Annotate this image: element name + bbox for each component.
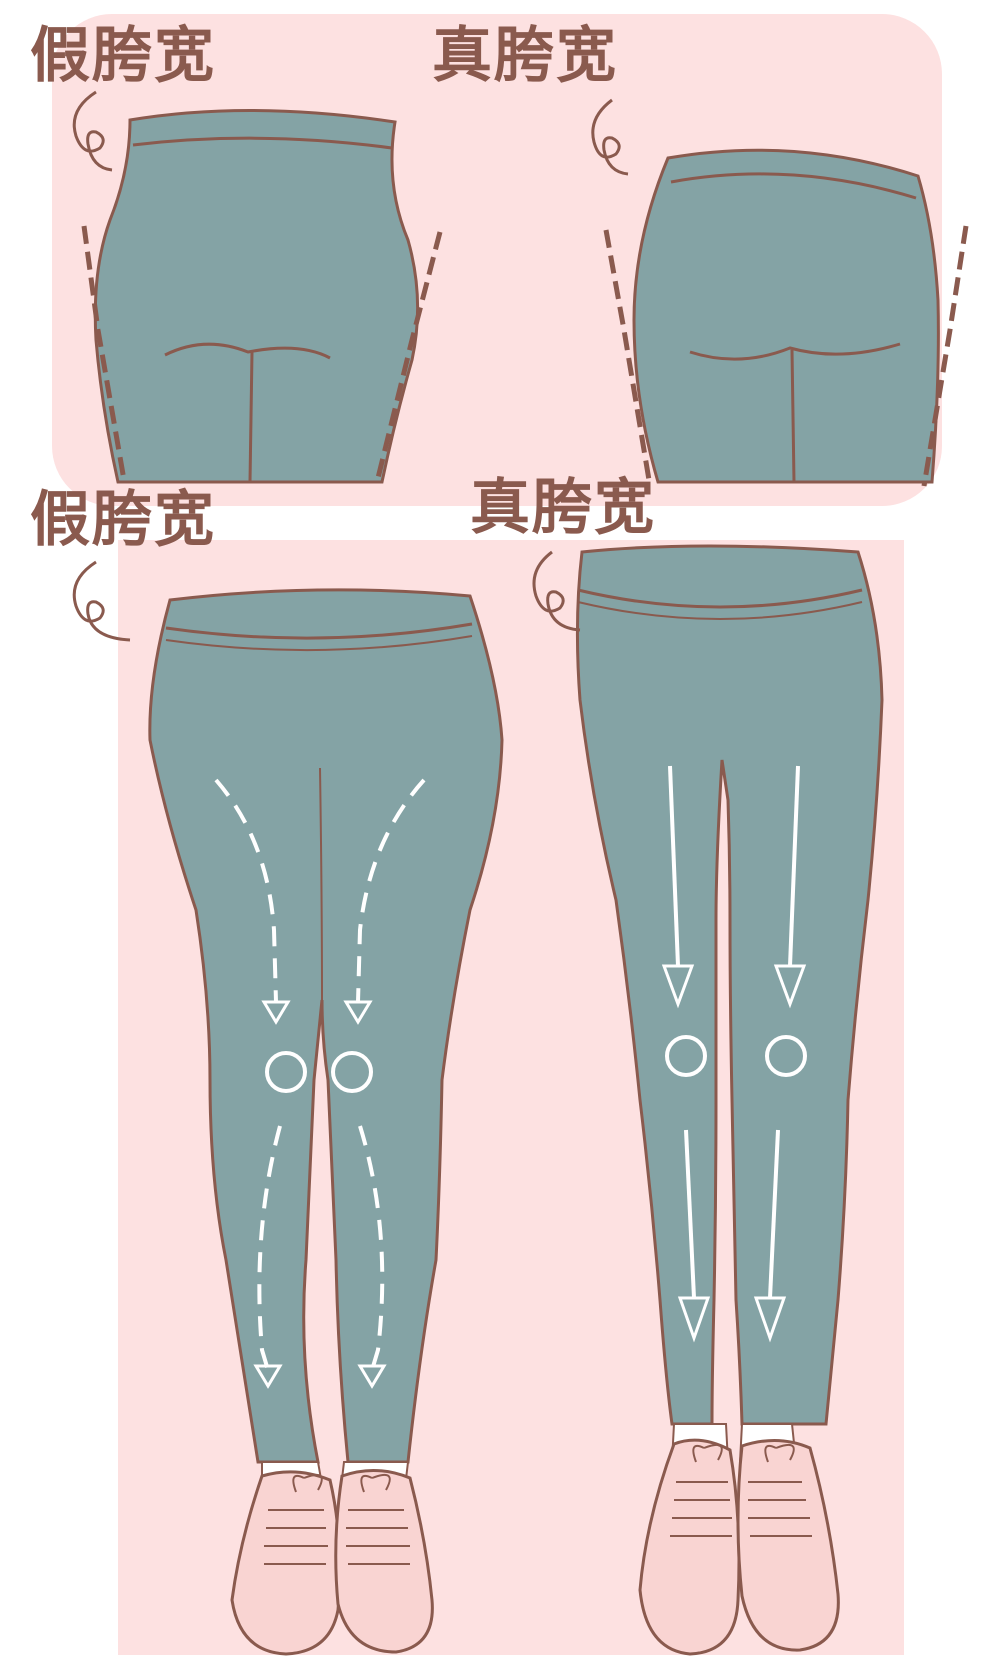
right-shoe-laces [748, 1481, 812, 1537]
fake-hip-leggings-waistband [165, 622, 473, 640]
true-hip-left-guide-line [603, 229, 653, 487]
right-knee-circle-icon [765, 1035, 807, 1077]
arrow-head-icon [773, 964, 807, 1009]
right-shoe-bow [360, 1474, 391, 1493]
fake-hip-inseam [248, 351, 254, 483]
fake-hip-seat-line [164, 342, 331, 360]
label-pointer-curl [72, 560, 131, 642]
true-hip-leggings-waistband [577, 588, 863, 609]
fake-hip-left-guide-line [81, 225, 127, 481]
left-knee-circle-icon [665, 1035, 707, 1077]
fake-hip-shorts-body [93, 108, 420, 484]
arrow-head-icon [261, 1000, 291, 1025]
right-knee-circle-icon [331, 1051, 373, 1093]
right-shoe-laces [346, 1509, 410, 1565]
true-hip-leggings-figure [532, 544, 884, 1656]
left-shoe-bow [292, 1474, 323, 1493]
true-hip-shorts-figure [591, 98, 969, 487]
true-hip-seat-line [689, 342, 901, 361]
true-hip-leggings-waistband-inner [577, 601, 863, 620]
label-pointer-curl [591, 98, 629, 176]
left-shoe [230, 1470, 342, 1656]
true-hip-leggings-body [575, 544, 884, 1426]
right-shoe-bow [764, 1444, 795, 1463]
left-shoe-laces [264, 1509, 328, 1565]
left-knee-circle-icon [265, 1051, 307, 1093]
fake-hip-waistband-line [132, 136, 393, 150]
fake-leg-lower-right-flow-arrow [358, 1125, 385, 1371]
arrow-head-icon [357, 1364, 387, 1389]
true-hip-waistband-line [670, 172, 917, 200]
arrow-head-icon [677, 1296, 711, 1343]
true-leg-upper-right-flow-arrow [788, 765, 800, 967]
true-hip-width-label-bottom: 真胯宽 [470, 473, 656, 543]
arrow-head-icon [343, 1000, 373, 1025]
true-leg-upper-left-flow-arrow [668, 765, 680, 967]
true-leg-lower-left-flow-arrow [684, 1129, 696, 1299]
right-shoe [736, 1438, 840, 1652]
true-hip-width-label-top: 真胯宽 [432, 21, 618, 91]
label-pointer-curl [532, 550, 581, 632]
fake-hip-width-label-bottom: 假胯宽 [30, 485, 216, 555]
fake-hip-leggings-inseam [319, 767, 323, 1001]
true-hip-right-guide-line [921, 225, 969, 487]
label-pointer-curl [72, 90, 113, 172]
fake-hip-right-guide-line [375, 231, 443, 479]
left-shoe [638, 1438, 741, 1656]
fake-hip-leggings-waistband-inner [165, 635, 473, 652]
arrow-head-icon [661, 964, 695, 1009]
fake-leg-lower-left-flow-arrow [257, 1125, 282, 1371]
fake-hip-width-label-top: 假胯宽 [30, 21, 216, 91]
fake-hip-leggings-figure [72, 560, 504, 1656]
arrow-head-icon [753, 1296, 787, 1343]
true-hip-inseam [790, 349, 796, 483]
right-shoe [334, 1468, 434, 1654]
true-hip-shorts-body [632, 148, 940, 484]
left-shoe-bow [692, 1444, 723, 1463]
left-shoe-laces [670, 1481, 732, 1537]
arrow-head-icon [253, 1364, 283, 1389]
true-leg-lower-right-flow-arrow [768, 1129, 780, 1299]
fake-hip-shorts-figure [72, 90, 443, 484]
